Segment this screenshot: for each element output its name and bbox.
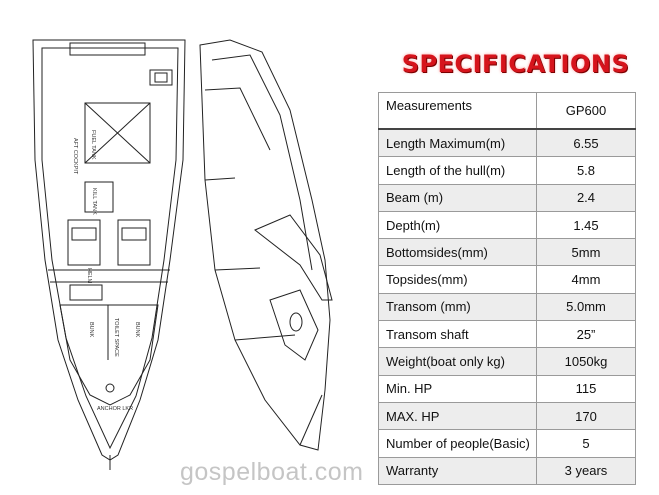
spec-value: 4mm: [536, 265, 636, 294]
spec-value: 5.0mm: [536, 292, 636, 322]
spec-value: 25”: [536, 320, 636, 349]
hull-side-view: [199, 39, 333, 451]
table-row: Bottomsides(mm)5mm: [378, 238, 636, 267]
spec-value: 5mm: [536, 238, 636, 267]
specifications-title: SPECIFICATIONS: [401, 50, 630, 78]
spec-label: Topsides(mm): [378, 265, 537, 294]
table-row: Length of the hull(m)5.8: [378, 156, 636, 185]
table-row: Depth(m)1.45: [378, 210, 636, 240]
boat-drawing: FUEL TANK AFT COCKPIT KILL TANK HELM BUN…: [32, 39, 333, 470]
label-bunk-right: BUNK: [134, 322, 140, 338]
spec-value: 5.8: [536, 156, 636, 185]
spec-label: Min. HP: [378, 374, 537, 403]
label-kill-tank: KILL TANK: [91, 188, 97, 215]
spec-value: 6.55: [536, 128, 636, 158]
table-row: Beam (m)2.4: [378, 183, 636, 212]
spec-label: Depth(m): [378, 210, 537, 240]
table-row: Weight(boat only kg)1050kg: [378, 347, 636, 376]
spec-value: 5: [536, 429, 636, 458]
header-measurements: Measurements: [378, 92, 537, 130]
hull-top-view: [32, 39, 186, 470]
label-anchor-locker: ANCHOR LKR: [97, 406, 133, 412]
spec-table-header: Measurements GP600: [378, 92, 636, 130]
label-toilet-space: TOILET SPACE: [113, 318, 119, 357]
table-row: Transom (mm)5.0mm: [378, 292, 636, 322]
label-aft-cockpit: AFT COCKPIT: [72, 138, 78, 175]
spec-label: Beam (m): [378, 183, 537, 212]
spec-value: 170: [536, 401, 636, 431]
spec-table: Measurements GP600 Length Maximum(m)6.55…: [378, 92, 636, 485]
spec-label: Length Maximum(m): [378, 128, 537, 158]
spec-value: 3 years: [536, 456, 636, 485]
table-row: Topsides(mm)4mm: [378, 265, 636, 294]
spec-label: Length of the hull(m): [378, 156, 537, 185]
spec-label: Weight(boat only kg): [378, 347, 537, 376]
watermark: gospelboat.com: [180, 458, 364, 486]
spec-value: 1.45: [536, 210, 636, 240]
header-model: GP600: [536, 92, 636, 130]
label-fuel-tank: FUEL TANK: [90, 130, 96, 160]
table-row: Length Maximum(m)6.55: [378, 128, 636, 158]
spec-label: Transom shaft: [378, 320, 537, 349]
table-row: Number of people(Basic)5: [378, 429, 636, 458]
spec-value: 2.4: [536, 183, 636, 212]
spec-value: 1050kg: [536, 347, 636, 376]
spec-label: Warranty: [378, 456, 537, 485]
spec-label: Number of people(Basic): [378, 429, 537, 458]
spec-value: 115: [536, 374, 636, 403]
spec-label: MAX. HP: [378, 401, 537, 431]
spec-label: Transom (mm): [378, 292, 537, 322]
label-helm: HELM: [86, 268, 92, 284]
spec-label: Bottomsides(mm): [378, 238, 537, 267]
label-bunk-left: BUNK: [88, 322, 94, 338]
